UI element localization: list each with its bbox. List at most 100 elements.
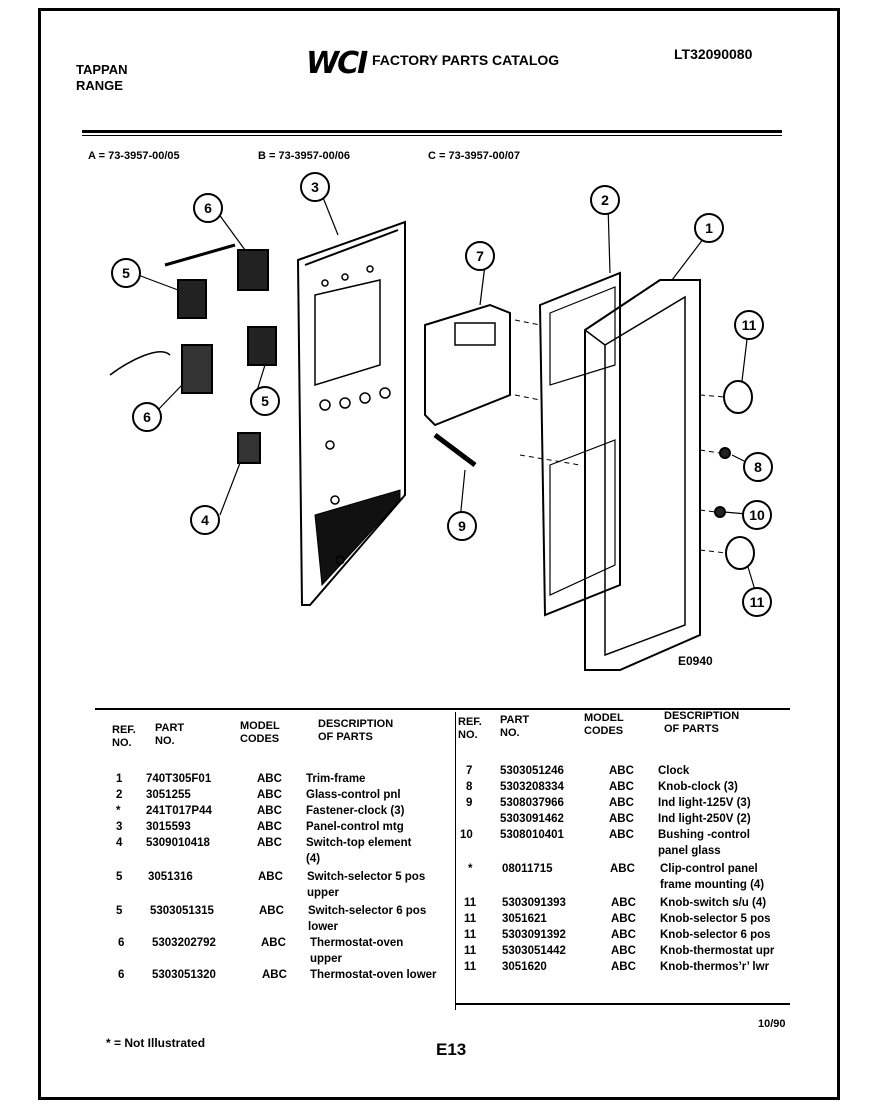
callout-6a: 6 (204, 200, 212, 216)
callout-10: 10 (749, 507, 765, 523)
row-part: 5308010401 (500, 829, 564, 841)
row-desc: Clip-control panel (660, 863, 758, 875)
page-frame (38, 8, 840, 1100)
row-desc: Clock (658, 765, 690, 777)
row-desc: Bushing -control (658, 829, 750, 841)
hdr-right-ref: REF. NO. (458, 716, 482, 742)
row-codes: ABC (610, 863, 635, 875)
hdr-part-1: PART (155, 722, 185, 734)
knob-lower (725, 536, 755, 570)
hdr-right-model: MODEL CODES (584, 712, 624, 738)
row-codes: ABC (257, 805, 282, 817)
row-desc: Knob-clock (3) (658, 781, 738, 793)
hdr-ref-2: NO. (458, 729, 478, 741)
row-part: 5303202792 (152, 937, 216, 949)
header-rule-1 (82, 130, 782, 133)
row-codes: ABC (257, 837, 282, 849)
thermostat-upper-body (237, 249, 269, 291)
row-part: 3051621 (502, 913, 547, 925)
header-rule-2 (82, 135, 782, 136)
row-ref: 11 (464, 945, 477, 957)
row-part: 08011715 (502, 863, 553, 875)
row-desc-2: lower (308, 921, 339, 933)
row-part: 5303051442 (502, 945, 566, 957)
callout-9: 9 (458, 518, 466, 534)
row-ref: 11 (464, 897, 477, 909)
row-codes: ABC (261, 937, 286, 949)
table-top-rule (95, 708, 790, 710)
table-divider (455, 712, 456, 1010)
model-c: C = 73-3957-00/07 (428, 150, 521, 162)
row-desc-2: frame mounting (4) (660, 879, 765, 891)
row-codes: ABC (609, 797, 634, 809)
row-ref: 11 (464, 961, 477, 973)
row-ref: * (116, 805, 121, 817)
hdr-part-2: NO. (155, 735, 175, 747)
row-codes: ABC (257, 789, 282, 801)
row-codes: ABC (611, 945, 636, 957)
row-part: 3051620 (502, 961, 547, 973)
row-ref: 9 (466, 797, 473, 809)
row-desc-2: panel glass (658, 845, 721, 857)
row-part: 5303091462 (500, 813, 564, 825)
hdr-left-ref: REF. NO. (112, 724, 136, 750)
hdr-desc-1: DESCRIPTION (318, 718, 394, 730)
hdr-left-part: PART NO. (155, 722, 184, 748)
callout-2: 2 (601, 192, 609, 208)
row-ref: 3 (116, 821, 123, 833)
brand-line-1: TAPPAN (76, 62, 128, 77)
row-part: 5303091392 (502, 929, 566, 941)
callout-5b: 5 (261, 393, 269, 409)
row-ref: 2 (116, 789, 123, 801)
hdr-ref-1: REF. (112, 724, 136, 736)
row-ref: 6 (118, 937, 125, 949)
row-ref: 7 (466, 765, 473, 777)
row-codes: ABC (611, 913, 636, 925)
row-ref: 4 (116, 837, 123, 849)
row-codes: ABC (609, 813, 634, 825)
row-desc: Knob-switch s/u (4) (660, 897, 767, 909)
row-part: 5303051246 (500, 765, 564, 777)
catalog-title: FACTORY PARTS CATALOG (372, 52, 560, 68)
exploded-parts-diagram: 1 2 3 4 5 5 6 6 7 8 9 10 11 11 E0940 (109, 172, 773, 671)
glass-panel-outline (538, 271, 621, 617)
callout-11b: 11 (750, 594, 765, 610)
thermostat-lower-body (181, 344, 213, 394)
model-a: A = 73-3957-00/05 (88, 150, 180, 162)
callout-4: 4 (201, 512, 209, 528)
callout-3: 3 (311, 179, 319, 195)
row-codes: ABC (611, 961, 636, 973)
switch-selector-lower-body (247, 326, 277, 366)
row-desc: Switch-selector 5 pos (307, 871, 426, 883)
row-desc: Panel-control mtg (306, 821, 404, 833)
hdr-desc-2: OF PARTS (664, 723, 719, 735)
switch-selector-upper-body (177, 279, 207, 319)
hdr-ref-2: NO. (112, 737, 132, 749)
row-ref: 5 (116, 871, 123, 883)
row-ref: 10 (460, 829, 473, 841)
table-bottom-rule (455, 1003, 790, 1005)
row-part: 5308037966 (500, 797, 564, 809)
hdr-right-desc: DESCRIPTION OF PARTS (664, 710, 739, 736)
row-ref: 11 (464, 913, 477, 925)
brand-block: TAPPAN RANGE (76, 62, 128, 94)
callout-5a: 5 (122, 265, 130, 281)
row-part: 3051255 (146, 789, 191, 801)
switch-top-element-body (237, 432, 261, 464)
callout-1: 1 (705, 220, 713, 236)
hdr-model-2: CODES (584, 725, 624, 737)
row-desc-2: upper (307, 887, 339, 899)
row-codes: ABC (262, 969, 287, 981)
row-desc: Glass-control pnl (306, 789, 401, 801)
hdr-model-2: CODES (240, 733, 280, 745)
row-desc: Switch-top element (306, 837, 412, 849)
clock-outline (424, 303, 511, 427)
hdr-model-1: MODEL (584, 712, 624, 724)
hdr-part-1: PART (500, 714, 530, 726)
row-desc: Knob-thermostat upr (660, 945, 775, 957)
hdr-ref-1: REF. (458, 716, 482, 728)
row-desc: Knob-selector 5 pos (660, 913, 771, 925)
row-codes: ABC (611, 929, 636, 941)
row-part: 5303051320 (152, 969, 216, 981)
row-ref: 8 (466, 781, 473, 793)
